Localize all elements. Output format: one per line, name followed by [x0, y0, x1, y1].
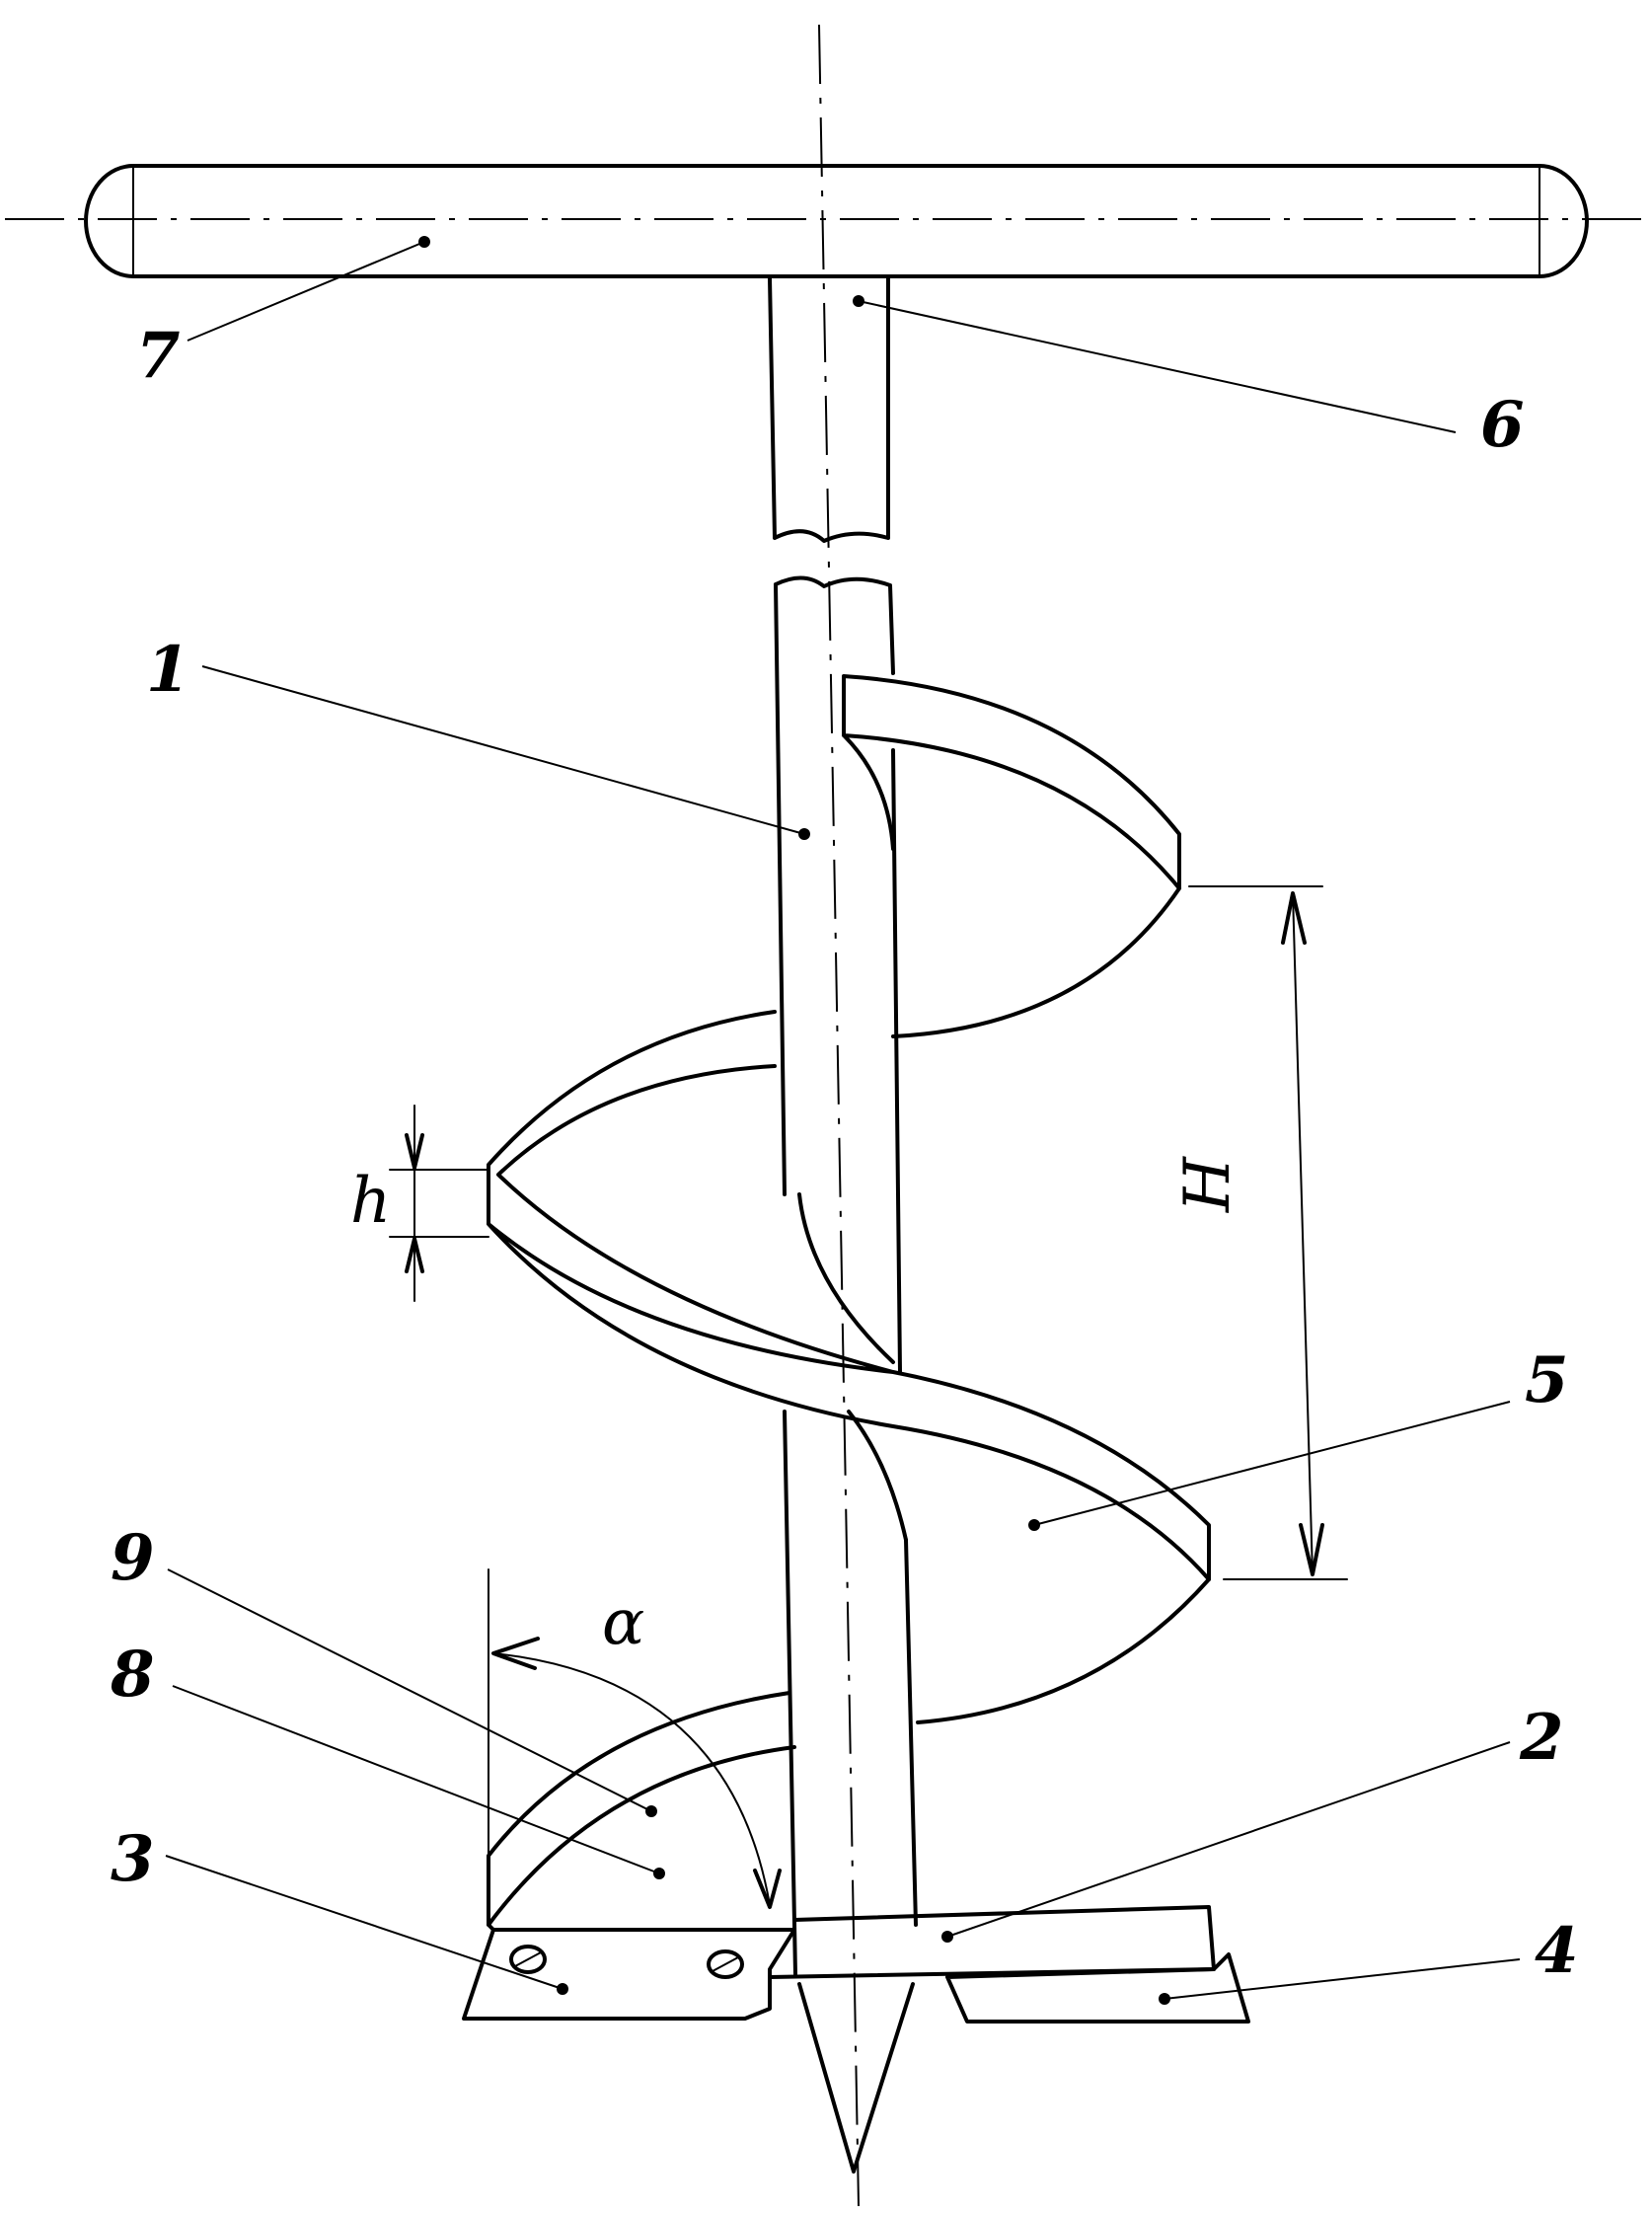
- right-knife: [945, 1952, 1250, 2024]
- callout-5: 5: [1525, 1343, 1569, 1417]
- thickness-arrow-bottom: [405, 1237, 424, 1273]
- left-knife: [462, 1928, 796, 2021]
- angle-arrow-top: [491, 1637, 540, 1670]
- pitch-arrow-bottom: [1299, 1523, 1324, 1576]
- spiral-lower-turn: [847, 1410, 1211, 1724]
- shaft: [774, 575, 918, 1976]
- callout-2: 2: [1519, 1701, 1564, 1775]
- vertical-centerline: [818, 24, 860, 2207]
- thickness-arrow-top: [405, 1133, 424, 1170]
- callout-7: 7: [136, 319, 181, 393]
- drill-point: [797, 1982, 915, 2174]
- pitch-arrow-top: [1281, 891, 1307, 945]
- callout-8: 8: [110, 1638, 155, 1712]
- angle-label: α: [602, 1586, 644, 1659]
- angle-arrow-bottom: [753, 1869, 782, 1909]
- spiral-middle-turn: [487, 1010, 1211, 1581]
- bolt-1: [509, 1945, 547, 1974]
- bolt-2: [707, 1949, 744, 1979]
- upper-rod: [768, 276, 890, 543]
- cross-blade: [768, 1905, 1216, 1979]
- thickness-label: h: [350, 1165, 391, 1238]
- callout-3: 3: [111, 1822, 155, 1896]
- callout-9: 9: [111, 1521, 155, 1595]
- spiral-upper-turn: [842, 674, 1181, 1038]
- callout-4: 4: [1535, 1914, 1579, 1988]
- pitch-label: H: [1171, 1156, 1244, 1213]
- callout-1: 1: [146, 633, 190, 707]
- lower-blade-plate: [487, 1691, 796, 1932]
- handle-bar: [84, 164, 1589, 278]
- angle-arc: [492, 1652, 771, 1906]
- callout-6: 6: [1480, 388, 1525, 462]
- pitch-dimension-line: [1292, 892, 1314, 1575]
